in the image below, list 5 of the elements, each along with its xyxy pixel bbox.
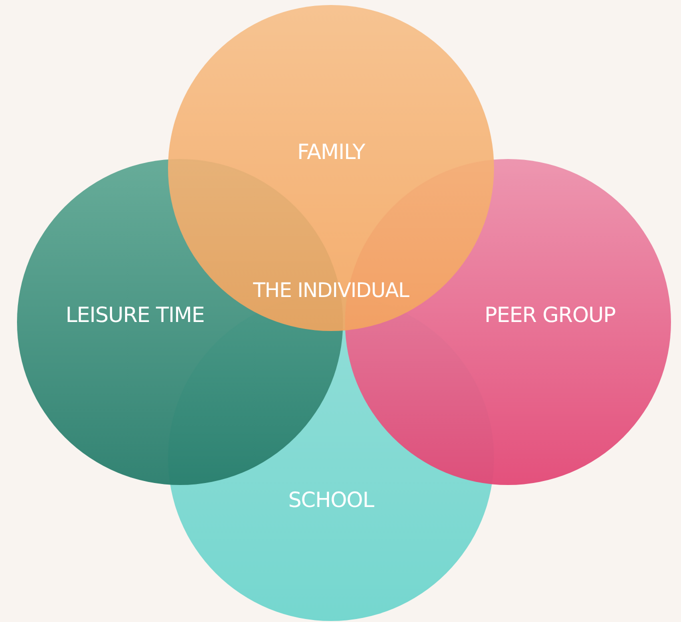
circle-label: SCHOOL xyxy=(288,488,374,512)
center-label: THE INDIVIDUAL xyxy=(253,278,409,302)
circle-label: LEISURE TIME xyxy=(66,303,204,327)
circle-label: PEER GROUP xyxy=(484,303,616,327)
circle-label: FAMILY xyxy=(297,140,365,164)
